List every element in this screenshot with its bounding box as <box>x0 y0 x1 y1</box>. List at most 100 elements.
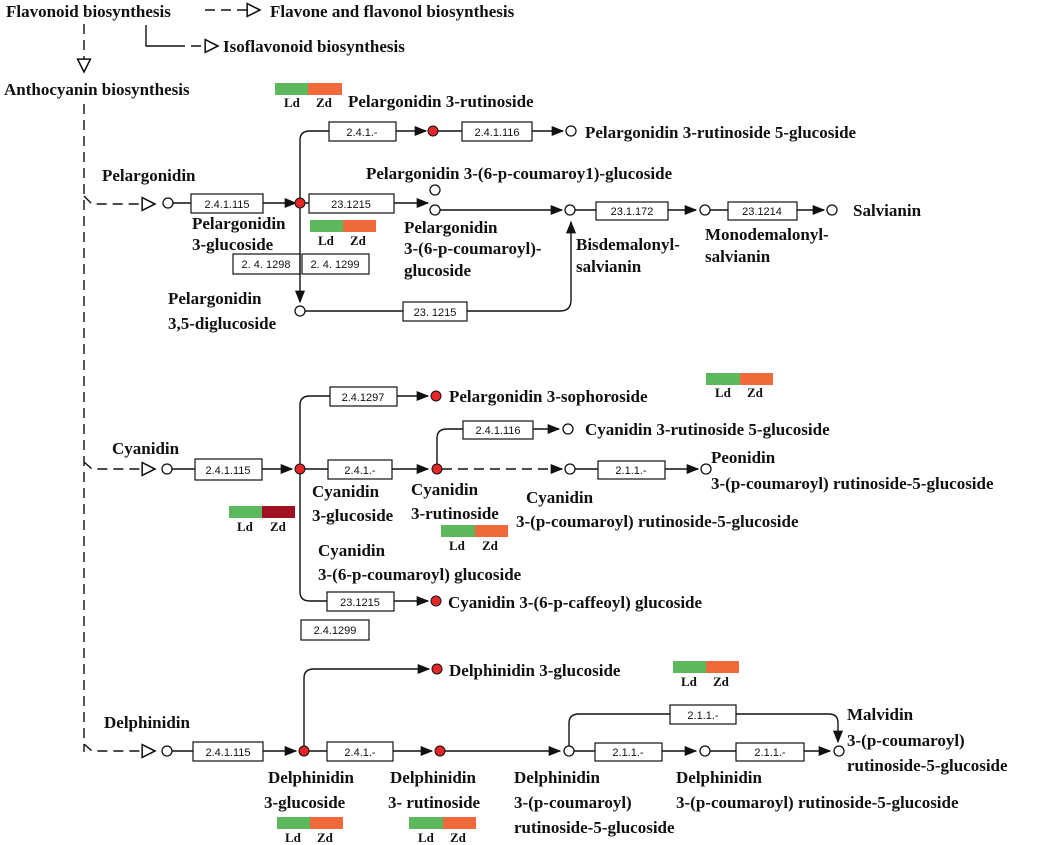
enzyme-box[interactable] <box>461 121 533 142</box>
expression-legend: Ld Zd <box>706 373 773 400</box>
pelargonidin-3-glucoside-label-1: Pelargonidin <box>192 214 286 233</box>
cyanidin-caffeoyl-glucoside-node[interactable] <box>430 595 442 607</box>
ld-bar <box>277 817 310 829</box>
cyanidin-coumaroyl-rutinoside-label-1: Cyanidin <box>526 488 594 507</box>
ld-label: Ld <box>237 519 254 534</box>
enzyme-box[interactable] <box>462 420 534 440</box>
enzyme-box[interactable] <box>735 742 805 762</box>
cyanidin-3-rutinoside-label-1: Cyanidin <box>411 480 479 499</box>
cyanidin-label: Cyanidin <box>112 439 180 458</box>
pelargonidin-3-rutinoside-node[interactable] <box>427 125 439 137</box>
salvianin-node[interactable] <box>826 204 838 216</box>
ld-bar <box>409 817 443 829</box>
enzyme-box[interactable] <box>194 458 263 481</box>
enzyme-box[interactable] <box>190 193 264 214</box>
zd-bar <box>475 525 508 537</box>
delphinidin-label: Delphinidin <box>104 713 191 732</box>
edge <box>299 390 430 464</box>
pelargonidin-3-rutinoside-5-glucoside-node[interactable] <box>565 125 577 137</box>
enzyme-label: 2.1.1.- <box>615 465 647 477</box>
enzyme-label: 2.4.1.- <box>346 127 378 139</box>
zd-label: Zd <box>450 830 467 845</box>
monodemalonyl-salvianin-node[interactable] <box>699 204 711 216</box>
isoflavonoid-pathway-label[interactable]: Isoflavonoid biosynthesis <box>223 37 405 56</box>
pelargonidin-diglucoside-label-1: Pelargonidin <box>168 289 262 308</box>
delphinidin-3-glucoside-node[interactable] <box>298 745 310 757</box>
peonidin-node[interactable] <box>700 463 712 475</box>
delphinidin-coumaroyl-label-1: Delphinidin <box>514 768 601 787</box>
delphinidin-3-glucoside-top-node[interactable] <box>431 663 443 675</box>
ld-bar <box>229 506 262 518</box>
expression-legend: Ld Zd <box>275 83 342 110</box>
enzyme-box[interactable] <box>597 460 666 480</box>
delphinidin-3-rutinoside-label-2: 3- rutinoside <box>388 793 481 812</box>
expression-legend: Ld Zd <box>409 817 476 845</box>
flavone-pathway-label[interactable]: Flavone and flavonol biosynthesis <box>270 2 515 21</box>
delphinidin-3-glucoside-label-1: Delphinidin <box>268 768 355 787</box>
enzyme-box[interactable] <box>327 459 393 480</box>
pelargonidin-3-rutinoside-5-glucoside-label: Pelargonidin 3-rutinoside 5-glucoside <box>585 123 857 142</box>
enzyme-box[interactable] <box>328 121 397 142</box>
ld-bar <box>441 525 475 537</box>
pelargonidin-3-5-diglucoside-node[interactable] <box>294 305 306 317</box>
cyanidin-3-glucoside-node[interactable] <box>294 463 306 475</box>
cyanidin-node[interactable] <box>161 463 173 475</box>
delphinidin-3-rutinoside-node[interactable] <box>434 745 446 757</box>
delphinidin-coumaroyl-2-node[interactable] <box>699 745 711 757</box>
pelargonidin-coumaroyl-glucoside-label: Pelargonidin 3-(6-p-coumaroy1)-glucoside <box>366 164 673 183</box>
pelargonidin-3-sophoroside-node[interactable] <box>430 390 442 402</box>
enzyme-box[interactable] <box>727 201 798 221</box>
enzyme-label: 23.1215 <box>331 199 371 211</box>
bisdemalonyl-label-2: salvianin <box>576 257 642 276</box>
enzyme-box[interactable] <box>595 201 669 221</box>
malvidin-node[interactable] <box>833 745 845 757</box>
delphinidin-coumaroyl-label-3: rutinoside-5-glucoside <box>514 818 675 837</box>
enzyme-box[interactable] <box>326 741 394 762</box>
enzyme-label: 2. 4. 1298 <box>242 259 291 271</box>
enzyme-box[interactable] <box>308 193 395 214</box>
enzyme-box[interactable] <box>192 741 264 762</box>
enzyme-box[interactable] <box>329 386 398 407</box>
enzyme-box[interactable] <box>301 253 370 275</box>
expression-legend: Ld Zd <box>441 525 508 553</box>
bisdemalonyl-salvianin-node[interactable] <box>564 204 576 216</box>
edge <box>299 125 428 198</box>
delphinidin-node[interactable] <box>161 745 173 757</box>
anthocyanin-pathway-label[interactable]: Anthocyanin biosynthesis <box>4 80 190 99</box>
expression-legend: Ld Zd <box>310 220 376 248</box>
delphinidin-coumaroyl-node[interactable] <box>563 745 575 757</box>
enzyme-box[interactable] <box>669 704 737 725</box>
pelargonidin-coumaroyl-label-2: 3-(6-p-coumaroyl)- <box>404 239 542 258</box>
cyanidin-coumaroyl-rutinoside-node[interactable] <box>564 463 576 475</box>
enzyme-box[interactable] <box>594 742 663 762</box>
enzyme-box[interactable] <box>326 591 395 612</box>
cyanidin-3-rutinoside-label-2: 3-rutinoside <box>411 504 499 523</box>
ld-bar <box>706 373 740 385</box>
pelargonidin-coumaroyl-glucoside-node-2[interactable] <box>429 204 441 216</box>
delphinidin-coumaroyl-2-label-1: Delphinidin <box>676 768 763 787</box>
pelargonidin-section: Pelargonidin 2.4.1.115 2.4.1.- 2.4.1.116… <box>83 83 922 333</box>
cyanidin-entry-arrow <box>83 462 155 469</box>
monodemalonyl-label-2: salvianin <box>705 247 771 266</box>
salvianin-label: Salvianin <box>853 201 922 220</box>
delphinidin-3-rutinoside-label-1: Delphinidin <box>390 768 477 787</box>
expression-legend: Ld Zd <box>673 661 739 689</box>
pelargonidin-entry-arrow <box>83 195 155 204</box>
peonidin-label-2: 3-(p-coumaroyl) rutinoside-5-glucoside <box>711 474 994 493</box>
cyanidin-3-rutinoside-node[interactable] <box>431 463 443 475</box>
cyanidin-3-rutinoside-5-glucoside-node[interactable] <box>562 423 574 435</box>
zd-label: Zd <box>316 95 333 110</box>
pelargonidin-node[interactable] <box>162 197 174 209</box>
pelargonidin-3-glucoside-node[interactable] <box>294 197 306 209</box>
enzyme-box[interactable] <box>402 301 468 322</box>
ld-label: Ld <box>418 830 435 845</box>
zd-label: Zd <box>713 674 730 689</box>
ld-bar <box>673 661 706 673</box>
flavonoid-pathway-label[interactable]: Flavonoid biosynthesis <box>6 2 171 21</box>
pelargonidin-coumaroyl-glucoside-node[interactable] <box>429 184 441 196</box>
enzyme-label: 23.1215 <box>340 597 380 609</box>
enzyme-box[interactable] <box>300 619 370 641</box>
zd-label: Zd <box>350 233 367 248</box>
enzyme-label: 2.1.1.- <box>612 747 644 759</box>
malvidin-label-3: rutinoside-5-glucoside <box>847 756 1008 775</box>
